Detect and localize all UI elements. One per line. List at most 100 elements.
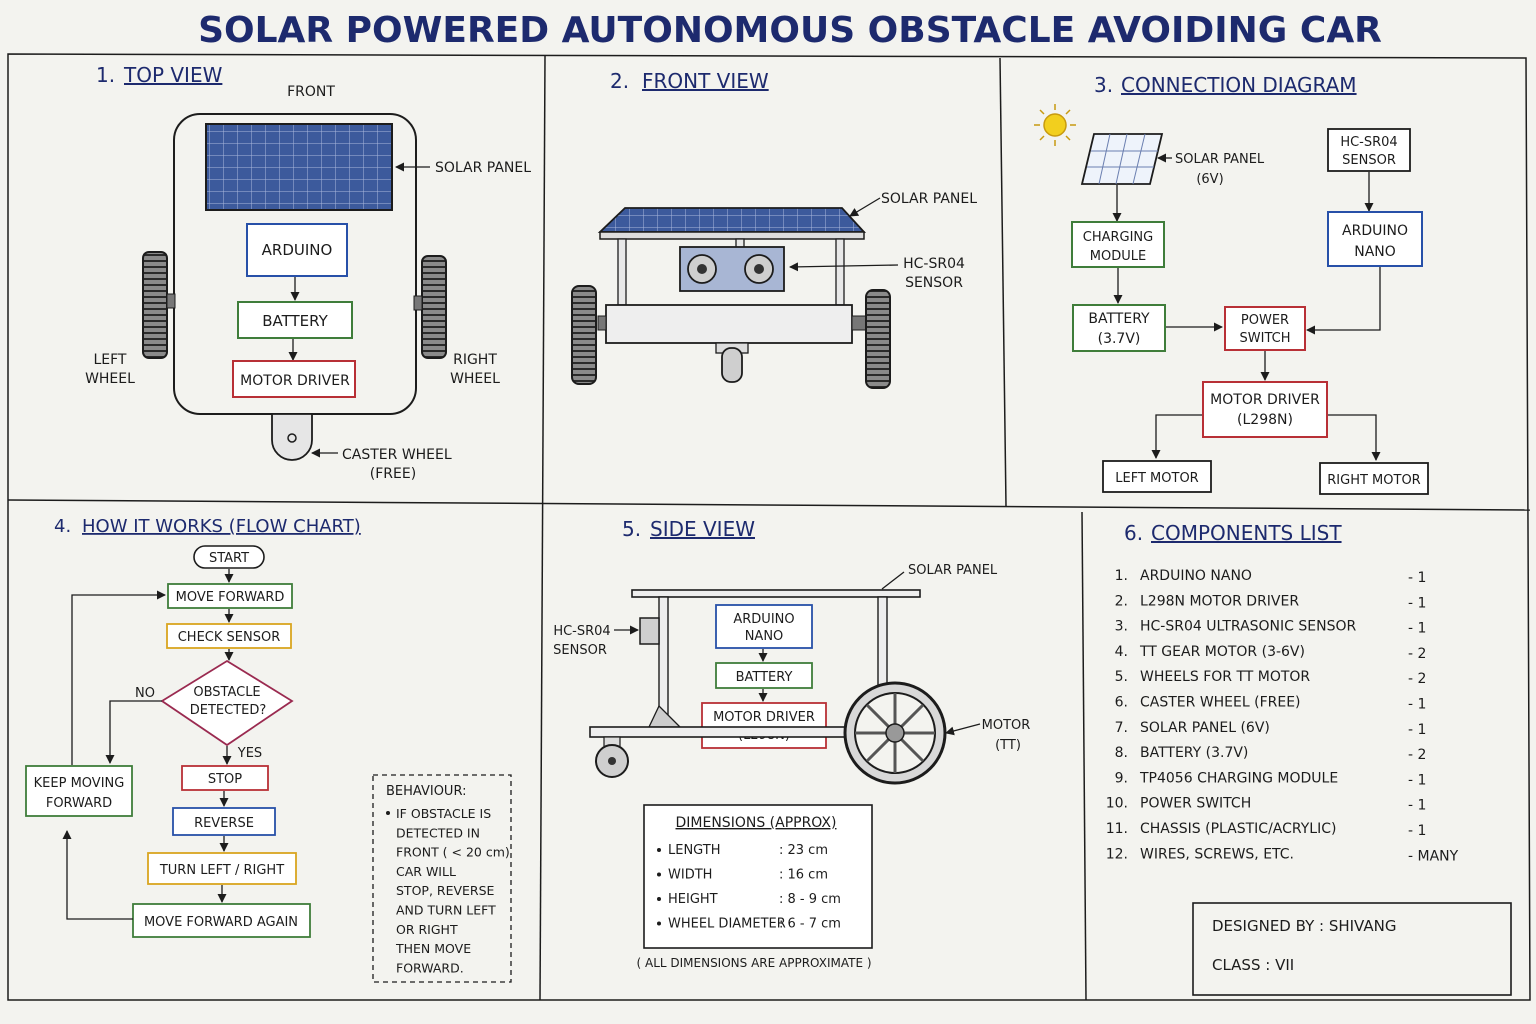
sensor-label-front-2: SENSOR — [905, 275, 963, 291]
component-qty: - 1 — [1408, 697, 1426, 713]
decision-label-2: DETECTED? — [190, 703, 267, 718]
left-wheel-front — [571, 285, 597, 385]
top-view-title: TOP VIEW — [123, 63, 223, 87]
battery-side — [715, 662, 813, 689]
dimension-value: : 16 cm — [779, 868, 828, 883]
component-qty: - 1 — [1408, 823, 1426, 839]
no-label: NO — [135, 686, 155, 701]
motor-driver-box-top — [232, 360, 356, 398]
sun-icon — [1034, 104, 1076, 146]
component-qty: - 2 — [1408, 747, 1426, 763]
side-view-section: 5. SIDE VIEW SOLAR PANEL HC-SR04 SENSOR … — [553, 517, 1030, 970]
component-number: 2. — [1115, 593, 1128, 609]
component-name: POWER SWITCH — [1140, 796, 1251, 812]
reverse-node — [172, 807, 276, 836]
arduino-box-top — [246, 223, 348, 277]
behaviour-title: BEHAVIOUR: — [386, 784, 466, 799]
yes-label: YES — [237, 746, 262, 761]
component-name: TP4056 CHARGING MODULE — [1139, 770, 1338, 786]
top-view-section: 1. TOP VIEW FRONT SOLAR PANEL ARDUINO BA… — [85, 63, 531, 482]
component-name: SOLAR PANEL (6V) — [1140, 720, 1270, 736]
motor-side-label-2: (TT) — [995, 738, 1021, 753]
dimension-value: : 8 - 9 cm — [779, 892, 841, 907]
designed-by: DESIGNED BY : SHIVANG — [1212, 917, 1396, 935]
component-number: 9. — [1115, 770, 1128, 786]
right-wheel-front — [865, 289, 891, 389]
sensor-label-front-1: HC-SR04 — [903, 256, 965, 272]
component-name: L298N MOTOR DRIVER — [1140, 593, 1299, 609]
behaviour-line: AND TURN LEFT — [396, 903, 496, 918]
behaviour-line: OR RIGHT — [396, 922, 458, 937]
hc-box-label-1: HC-SR04 — [1340, 135, 1397, 150]
left-motor-label: LEFT MOTOR — [1115, 471, 1198, 486]
turn-node — [147, 852, 297, 885]
behaviour-line: DETECTED IN — [396, 825, 480, 840]
solar-panel-front — [597, 207, 867, 233]
stop-label: STOP — [208, 772, 242, 787]
components-list: 1.ARDUINO NANO- 12.L298N MOTOR DRIVER- 1… — [1106, 568, 1459, 864]
battery-label-top: BATTERY — [262, 312, 328, 330]
designer-box — [1192, 902, 1512, 996]
md-side-label-1: MOTOR DRIVER — [713, 710, 815, 725]
side-view-number: 5. — [622, 517, 641, 541]
side-view-title: SIDE VIEW — [650, 517, 755, 541]
solar-panel-top — [205, 123, 393, 211]
right-wheel-label-2: WHEEL — [450, 371, 500, 387]
charging-module-box — [1071, 221, 1165, 268]
top-view-number: 1. — [96, 63, 115, 87]
left-wheel-top — [142, 251, 168, 359]
charging-label-2: MODULE — [1090, 249, 1146, 264]
behaviour-box — [372, 774, 512, 983]
component-number: 10. — [1106, 796, 1128, 812]
bullet-dot — [657, 897, 661, 901]
component-number: 11. — [1106, 821, 1128, 837]
keep-moving-label-2: FORWARD — [46, 796, 112, 811]
solar-panel-label-front: SOLAR PANEL — [881, 191, 977, 207]
battery-side-label: BATTERY — [736, 670, 793, 685]
component-name: BATTERY (3.7V) — [1140, 745, 1248, 761]
dimension-label: WIDTH — [668, 868, 712, 883]
component-name: HC-SR04 ULTRASONIC SENSOR — [1140, 619, 1356, 635]
caster-wheel-top — [271, 413, 313, 461]
battery-box-top — [237, 301, 353, 339]
decision-node — [160, 659, 294, 747]
component-qty: - 1 — [1408, 595, 1426, 611]
arduino-label-top: ARDUINO — [262, 241, 333, 259]
components-number: 6. — [1124, 521, 1143, 545]
start-node — [193, 545, 265, 569]
arduino-side-label-1: ARDUINO — [733, 612, 794, 627]
battery-conn-box — [1072, 304, 1166, 352]
solar-panel-side — [631, 589, 921, 598]
solar-conn-label-2: (6V) — [1196, 172, 1223, 187]
component-number: 12. — [1106, 846, 1128, 862]
components-section: 6. COMPONENTS LIST 1.ARDUINO NANO- 12.L2… — [1106, 521, 1512, 996]
md-conn-label-1: MOTOR DRIVER — [1210, 392, 1320, 408]
solar-panel-label-side: SOLAR PANEL — [908, 563, 998, 578]
dimension-value: : 6 - 7 cm — [779, 917, 841, 932]
arduino-nano-box — [1327, 211, 1423, 267]
component-qty: - 1 — [1408, 722, 1426, 738]
power-switch-box — [1224, 306, 1306, 351]
right-wheel-top — [421, 255, 447, 359]
component-qty: - 1 — [1408, 570, 1426, 586]
component-qty: - 1 — [1408, 772, 1426, 788]
component-number: 8. — [1115, 745, 1128, 761]
hc-sensor-box — [1327, 128, 1411, 172]
behaviour-line: FRONT ( < 20 cm) — [396, 845, 510, 860]
arduino-side-label-2: NANO — [745, 629, 784, 644]
dimension-label: LENGTH — [668, 843, 721, 858]
class-label: CLASS : VII — [1212, 956, 1294, 974]
left-wheel-label-1: LEFT — [93, 352, 126, 368]
battery-conn-label-2: (3.7V) — [1098, 331, 1141, 347]
component-name: WIRES, SCREWS, ETC. — [1140, 846, 1294, 862]
component-name: WHEELS FOR TT MOTOR — [1140, 669, 1310, 685]
turn-label: TURN LEFT / RIGHT — [159, 863, 284, 878]
bullet-dot — [657, 921, 661, 926]
check-sensor-node — [166, 623, 292, 649]
arduino-conn-label-2: NANO — [1354, 244, 1396, 260]
behaviour-line: STOP, REVERSE — [396, 883, 495, 898]
charging-label-1: CHARGING — [1083, 230, 1153, 245]
